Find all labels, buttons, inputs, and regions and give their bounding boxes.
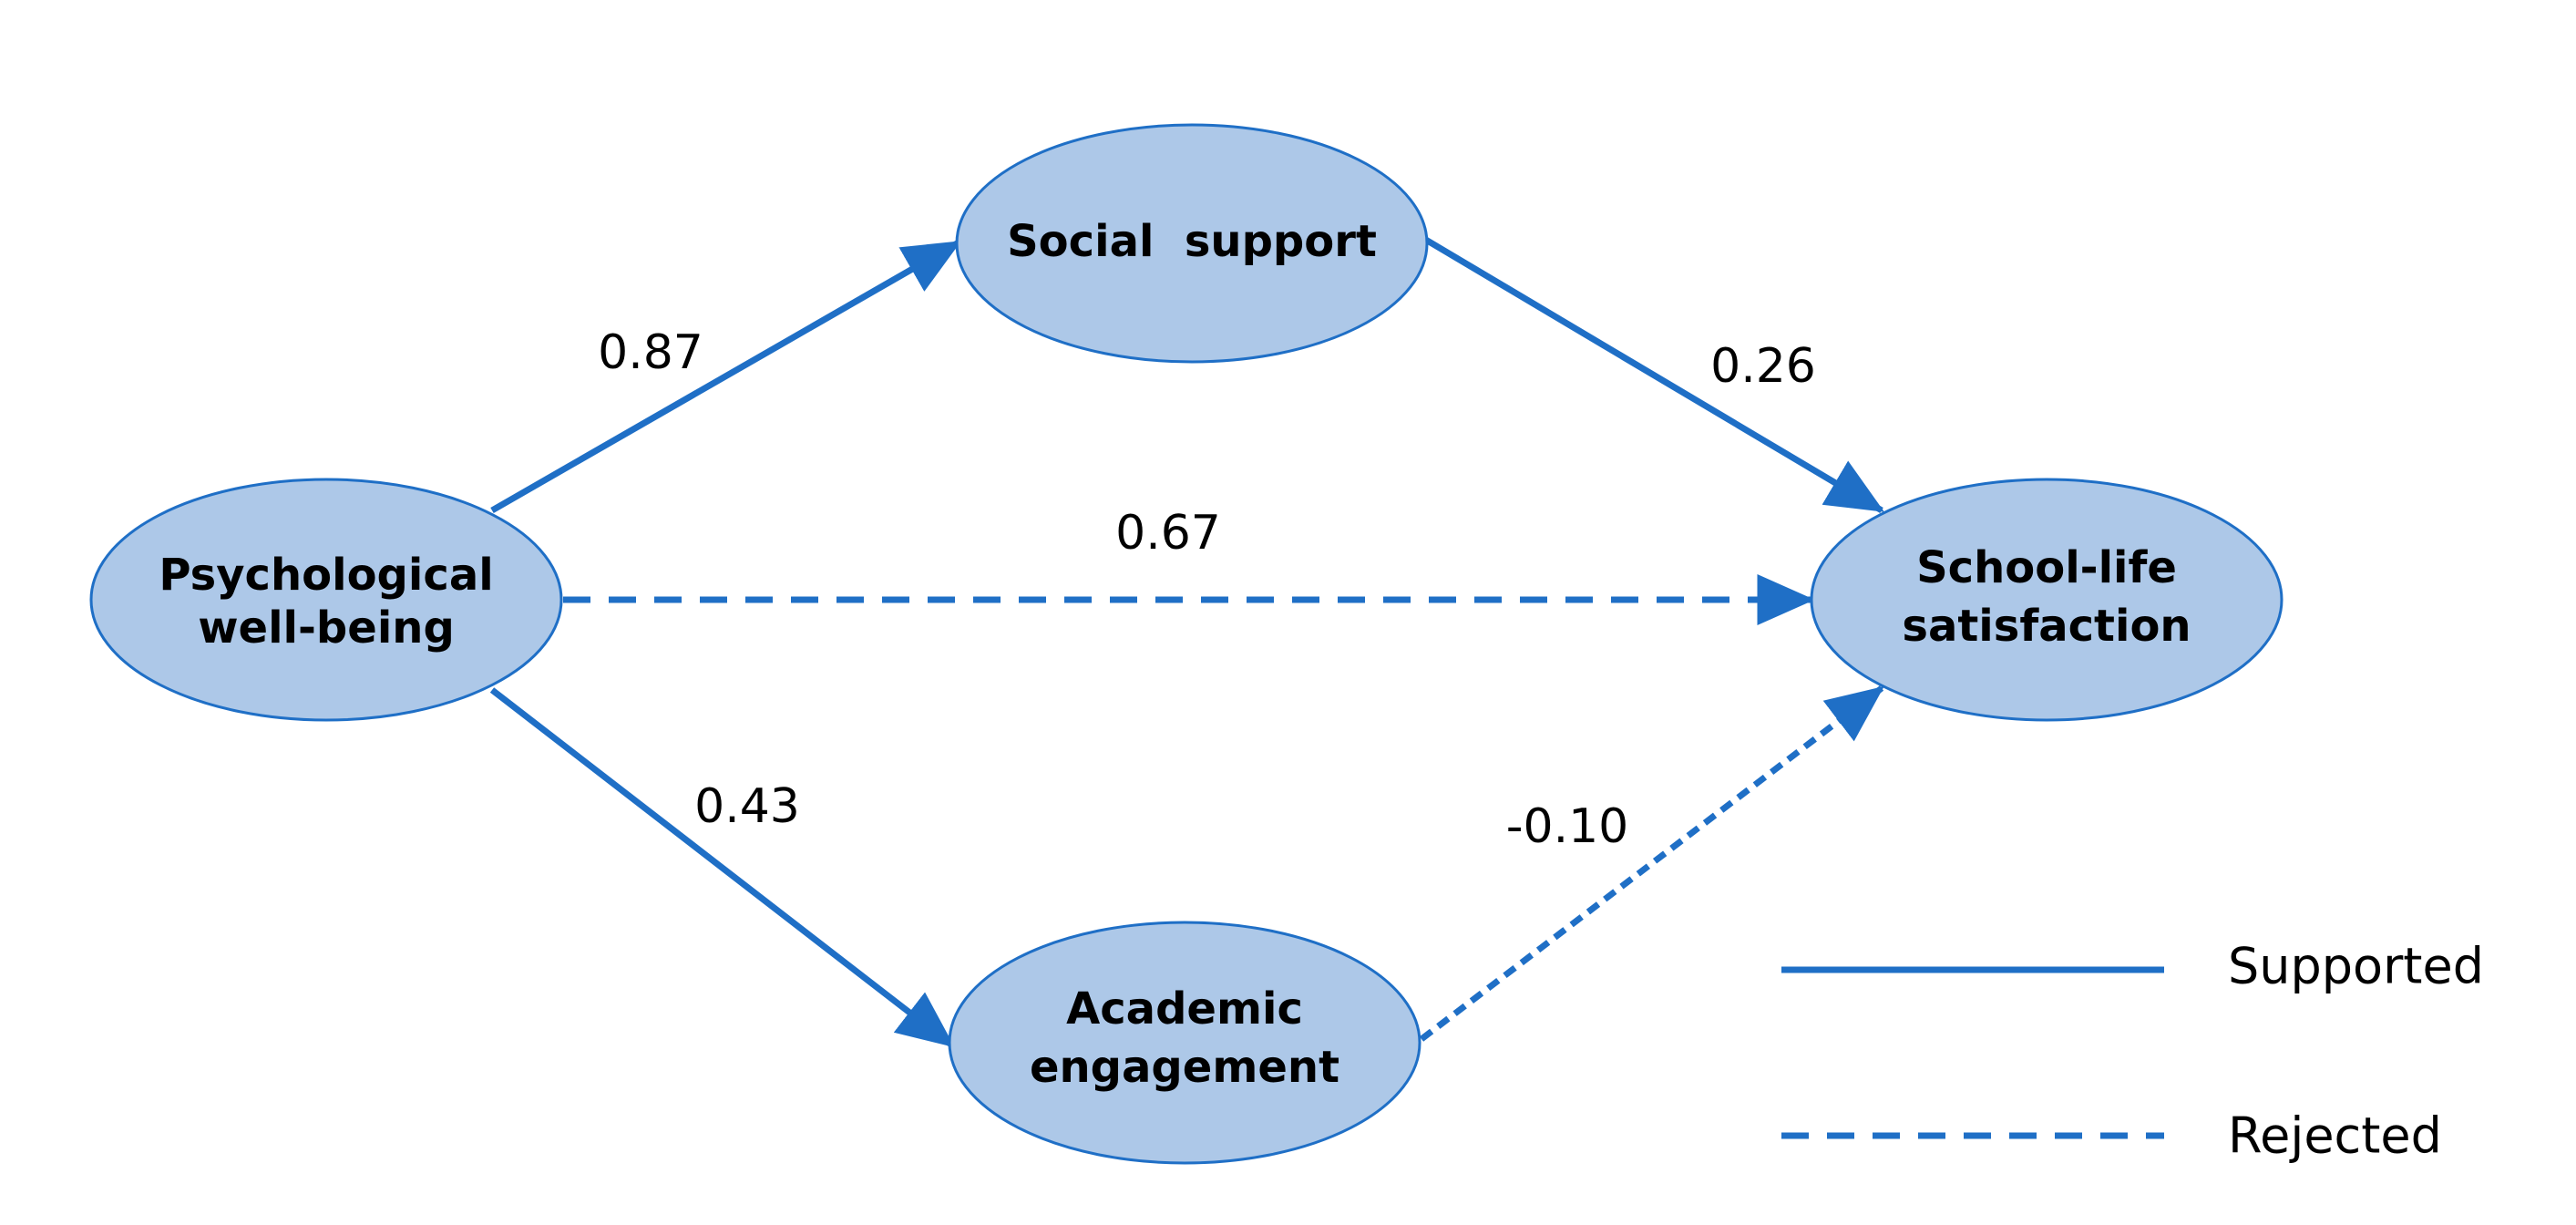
edge-psych-to-social [490,239,962,514]
node-school-life-satisfaction: School-life satisfaction [1810,478,2284,722]
coef-psych-satisfaction: 0.67 [1115,506,1221,561]
coef-academic-satisfaction: -0.10 [1506,799,1629,854]
node-ellipse [89,478,563,722]
node-label-line1: School-life [1916,542,2177,593]
node-label-line2: satisfaction [1902,601,2191,652]
legend: Supported Rejected [1781,938,2484,1165]
legend-label-supported: Supported [2228,938,2484,995]
coef-psych-academic: 0.43 [694,779,800,834]
node-ellipse [955,123,1429,364]
node-ellipse [1810,478,2284,722]
node-academic-engagement: Academic engagement [948,921,1421,1165]
node-label-line2: engagement [1030,1042,1339,1093]
node-label-line2: well-being [198,602,455,654]
edge-psych-to-academic [489,687,955,1048]
coef-social-satisfaction: 0.26 [1710,339,1816,394]
edge-social-to-satisfaction [1422,235,1885,514]
legend-label-rejected: Rejected [2228,1107,2442,1165]
node-ellipse [948,921,1421,1165]
coef-psych-social: 0.87 [598,325,703,380]
node-social-support: Social support [955,123,1429,364]
node-label-line1: Psychological [159,550,493,601]
node-label-line1: Social support [1007,216,1377,267]
node-psychological-wellbeing: Psychological well-being [89,478,563,722]
edge-academic-to-satisfaction [1419,685,1884,1042]
node-label-line1: Academic [1066,983,1303,1035]
